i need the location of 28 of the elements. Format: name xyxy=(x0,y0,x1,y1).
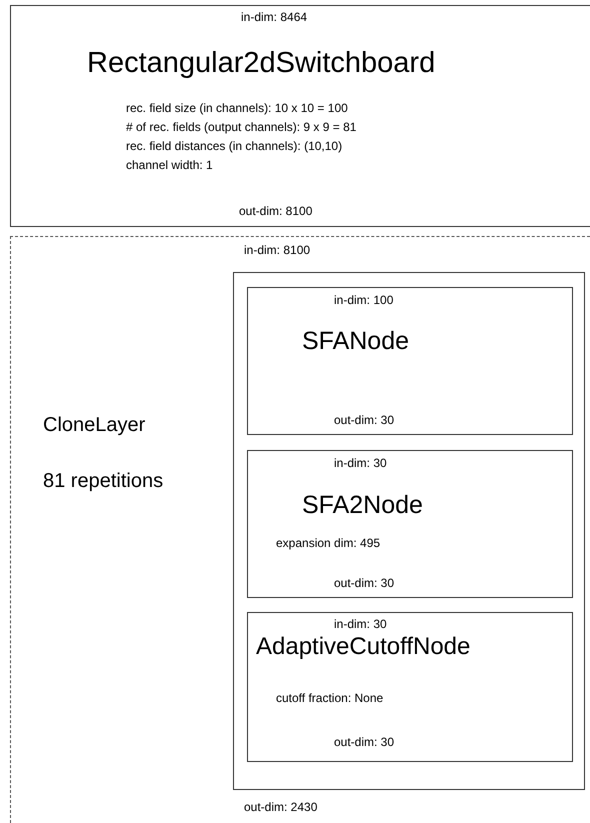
node-title: Rectangular2dSwitchboard xyxy=(87,47,436,80)
dim-label: out-dim: 30 xyxy=(334,414,394,428)
module-box xyxy=(247,612,573,762)
module-box xyxy=(247,287,573,435)
parameter-text: channel width: 1 xyxy=(126,159,213,173)
dim-label: out-dim: 8100 xyxy=(239,205,312,219)
dim-label: in-dim: 100 xyxy=(334,294,394,308)
dim-label: out-dim: 30 xyxy=(334,577,394,591)
parameter-text: expansion dim: 495 xyxy=(276,537,380,551)
dim-label: out-dim: 2430 xyxy=(244,801,318,815)
module-box xyxy=(247,450,573,598)
empty-box xyxy=(233,272,585,790)
node-title: SFA2Node xyxy=(302,491,423,520)
parameter-text: cutoff fraction: None xyxy=(276,692,384,706)
module-box xyxy=(10,5,590,227)
parameter-text: rec. field size (in channels): 10 x 10 = 100 xyxy=(126,102,348,116)
parameter-text: # of rec. fields (output channels): 9 x 9 = 81 xyxy=(126,121,356,135)
dim-label: in-dim: 30 xyxy=(334,618,387,632)
layer-box xyxy=(10,236,590,823)
node-title: SFANode xyxy=(302,327,410,356)
dim-label: out-dim: 30 xyxy=(334,736,394,750)
node-title: CloneLayer xyxy=(43,414,146,437)
parameter-text: rec. field distances (in channels): (10,10) xyxy=(126,140,342,154)
node-title: AdaptiveCutoffNode xyxy=(256,633,470,661)
dim-label: in-dim: 8464 xyxy=(241,11,308,25)
dim-label: in-dim: 8100 xyxy=(244,244,310,258)
repetition-count: 81 repetitions xyxy=(43,470,164,493)
dim-label: in-dim: 30 xyxy=(334,457,387,471)
